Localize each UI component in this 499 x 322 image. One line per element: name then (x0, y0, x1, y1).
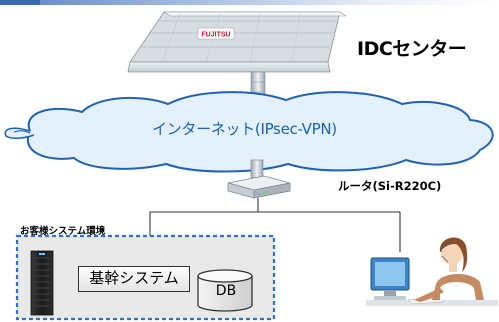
core-system-box: 基幹システム (78, 266, 190, 292)
user-at-pc-icon (366, 237, 498, 306)
router-icon (227, 175, 291, 199)
server-icon (30, 250, 54, 316)
db-label: DB (215, 283, 237, 299)
lan-lines (149, 198, 401, 252)
customer-env-label: お客様システム環境 (20, 226, 106, 237)
header-bar-accent (0, 0, 40, 5)
vpn-tunnel-lower (250, 159, 264, 179)
database-icon (197, 269, 253, 312)
cloud-icon (4, 91, 494, 173)
router-label: ルータ(Si-R220C) (338, 179, 442, 193)
header-bar (0, 0, 499, 5)
building-sign-text: FUJITSU (201, 32, 230, 39)
internet-vpn-label: インターネット(IPsec-VPN) (152, 120, 337, 138)
building-icon: FUJITSU (127, 11, 347, 73)
idc-center-label: IDCセンター (357, 38, 467, 60)
